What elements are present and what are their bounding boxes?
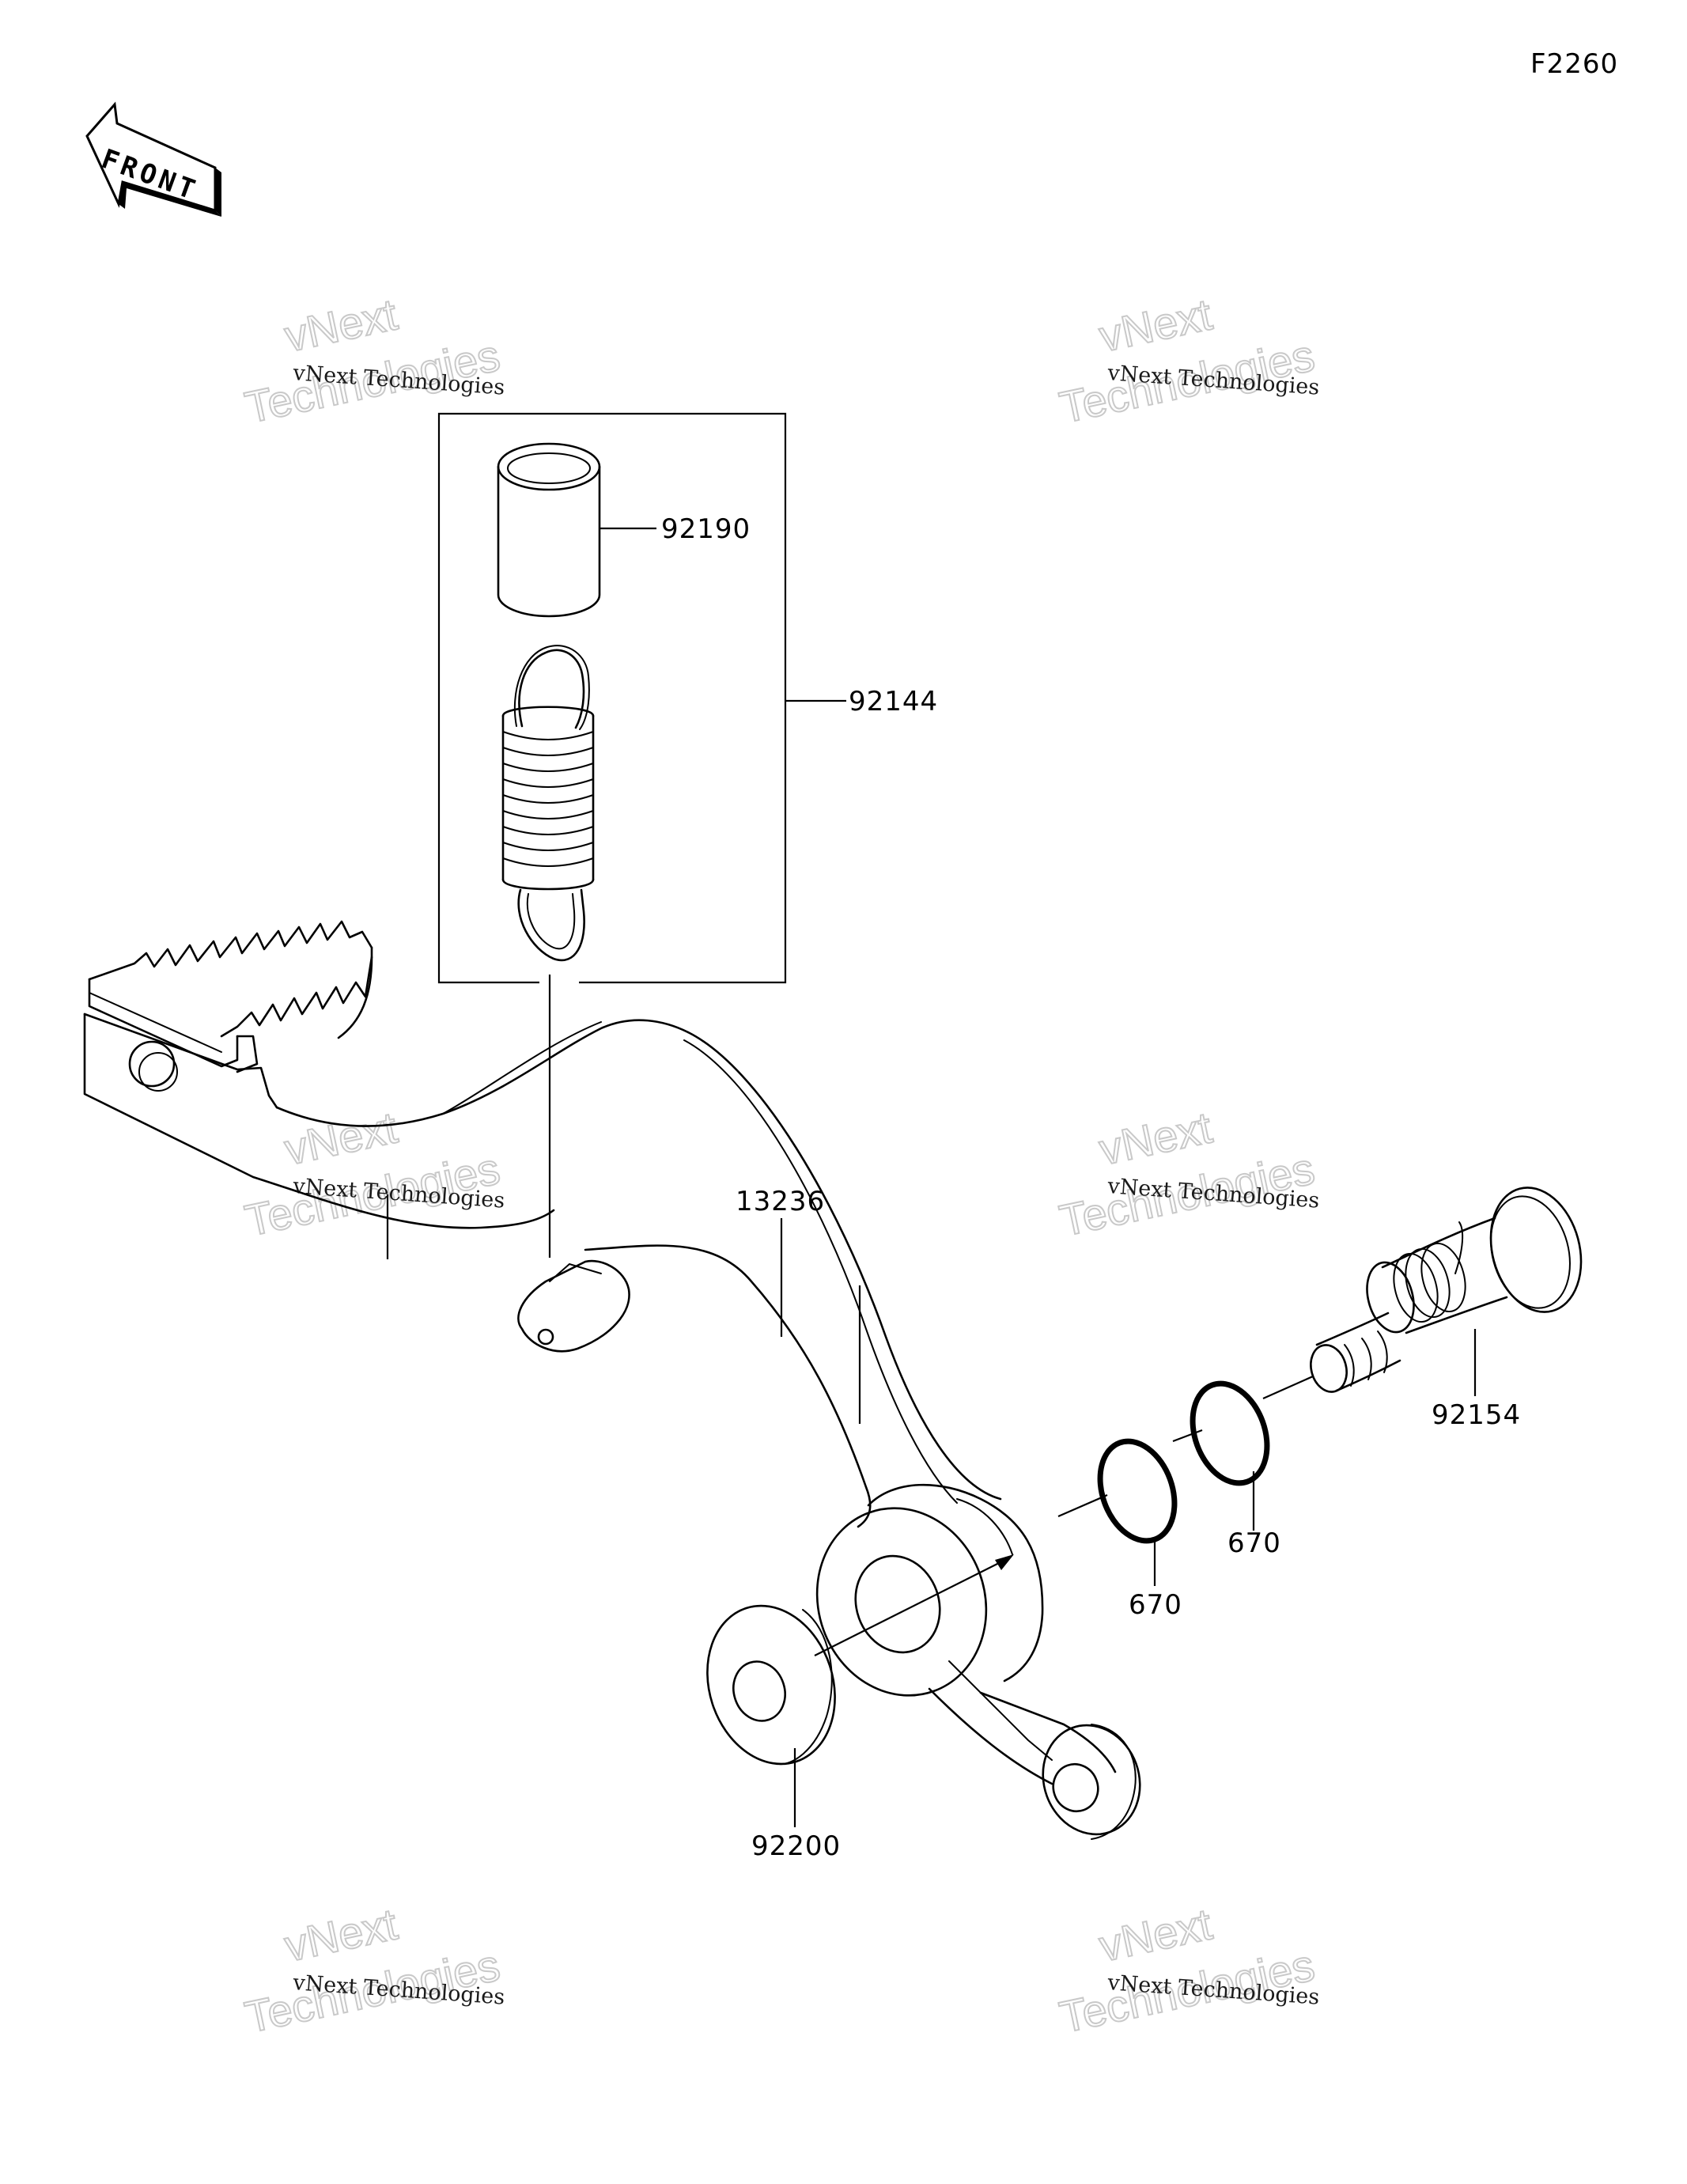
assembly-axis-line	[814, 1561, 1001, 1656]
watermark-top-right: vNext Technologies vNext Technologies	[1054, 288, 1320, 433]
watermark-word-top: vNext	[1095, 1898, 1216, 1970]
kit-box-92144	[437, 412, 787, 984]
assembly-arrow-icon	[995, 1554, 1014, 1570]
callout-92190: 92190	[661, 513, 751, 545]
front-arrow-icon: FRONT	[85, 101, 221, 217]
brake-pedal-13236	[83, 920, 1141, 1840]
callout-13236: 13236	[736, 1186, 825, 1217]
watermark-mid-right: vNext Technologies vNext Technologies	[1054, 1101, 1320, 1246]
spring-part	[501, 645, 595, 962]
watermark-word-top: vNext	[280, 1102, 402, 1174]
watermark-bottom-right: vNext Technologies vNext Technologies	[1054, 1898, 1320, 2042]
washer-92200	[706, 1604, 836, 1766]
pivot-shaft-92154	[1310, 1187, 1583, 1393]
callout-670-a: 670	[1129, 1589, 1182, 1621]
axis-to-ring-a	[1057, 1493, 1108, 1518]
callout-670-b: 670	[1227, 1527, 1281, 1559]
watermark-word-top: vNext	[1095, 289, 1216, 361]
watermark-word-top: vNext	[1095, 1102, 1216, 1174]
callout-92144: 92144	[849, 686, 938, 717]
sleeve-92190	[497, 442, 601, 618]
watermark-mid-left: vNext Technologies vNext Technologies	[240, 1101, 505, 1246]
figure-code: F2260	[1530, 48, 1618, 80]
callout-92200: 92200	[751, 1830, 841, 1862]
axis-ring-b-to-shaft	[1262, 1375, 1314, 1400]
watermark-bottom-left: vNext Technologies vNext Technologies	[240, 1898, 505, 2042]
callout-92154: 92154	[1432, 1399, 1521, 1431]
watermark-word-top: vNext	[280, 289, 402, 361]
o-ring-670-b	[1190, 1380, 1270, 1486]
watermark-word-top: vNext	[280, 1898, 402, 1970]
o-ring-670-a	[1097, 1438, 1178, 1544]
axis-ring-a-to-b	[1172, 1429, 1203, 1443]
watermark-top-left: vNext Technologies vNext Technologies	[240, 288, 505, 433]
